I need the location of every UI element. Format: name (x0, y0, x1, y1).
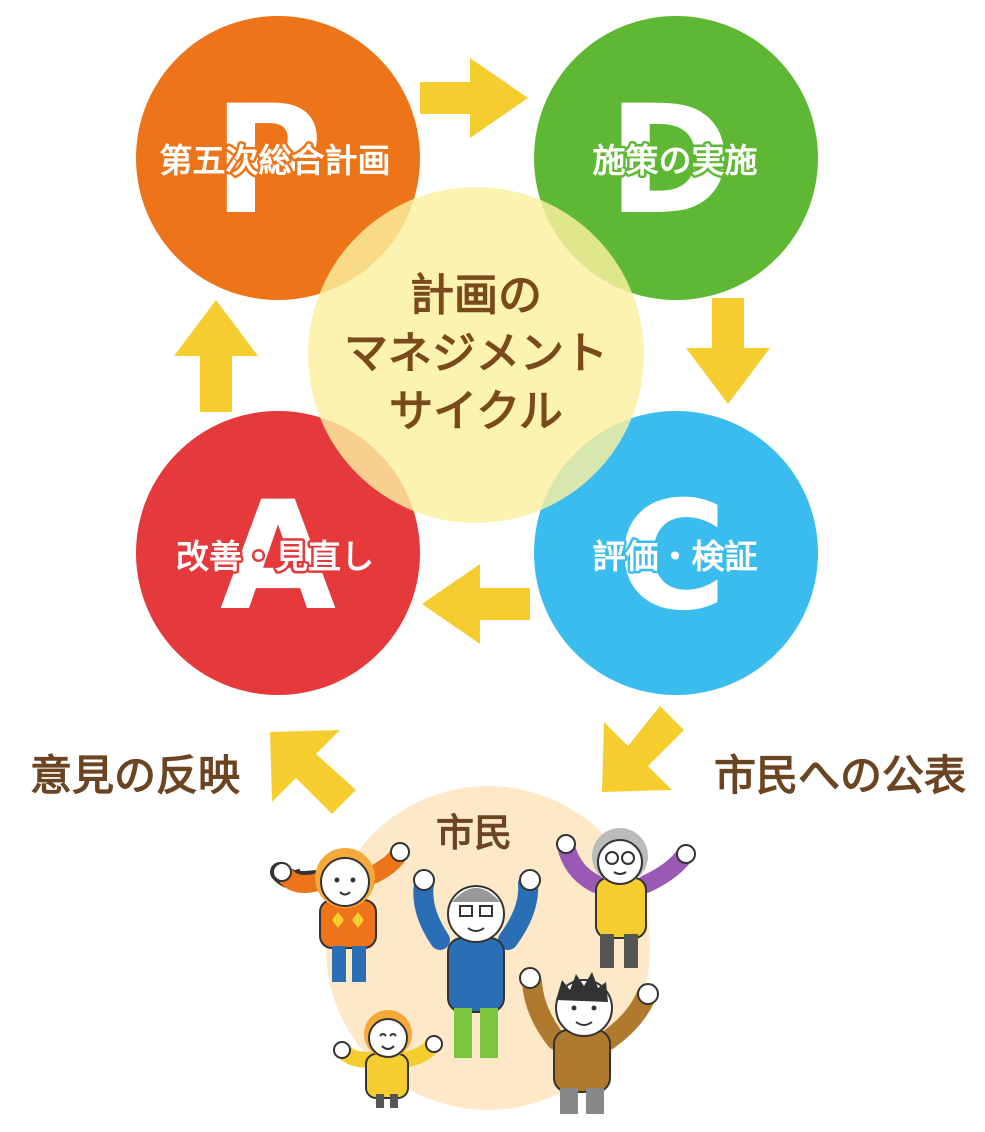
act-circle (136, 411, 420, 695)
arrow-d-to-c-icon (686, 298, 770, 404)
arrow-to-citizens-icon (602, 706, 684, 792)
act-letter: A (220, 470, 336, 644)
left-caption: 意見の反映 (30, 751, 240, 800)
center-title-line3: サイクル (389, 386, 563, 437)
arrow-a-to-p-icon (174, 300, 258, 412)
child-person-icon (333, 1010, 443, 1108)
right-caption: 市民への公表 (714, 751, 966, 800)
girl-person-icon (270, 842, 410, 982)
center-circle (308, 187, 644, 523)
check-label: 評価・検証 (593, 537, 758, 576)
check-letter: C (617, 470, 727, 644)
center-title-line1: 計画の (410, 270, 542, 321)
check-circle (534, 411, 818, 695)
citizens-label: 市民 (436, 811, 512, 855)
do-letter: D (608, 74, 733, 248)
man-person-icon (519, 967, 659, 1114)
elderly-man-person-icon (413, 869, 541, 1058)
plan-label: 第五次総合計画 (160, 141, 391, 180)
arrow-c-to-a-icon (422, 564, 530, 644)
arrow-p-to-d-icon (420, 58, 528, 138)
do-label: 施策の実施 (593, 141, 758, 180)
center-title-line2: マネジメント (344, 328, 608, 379)
act-label: 改善・見直し (176, 537, 374, 576)
plan-letter: P (213, 74, 323, 248)
do-circle (534, 16, 818, 300)
plan-circle (136, 16, 420, 300)
arrow-from-citizens-icon (270, 730, 356, 814)
elderly-woman-person-icon (556, 828, 696, 968)
